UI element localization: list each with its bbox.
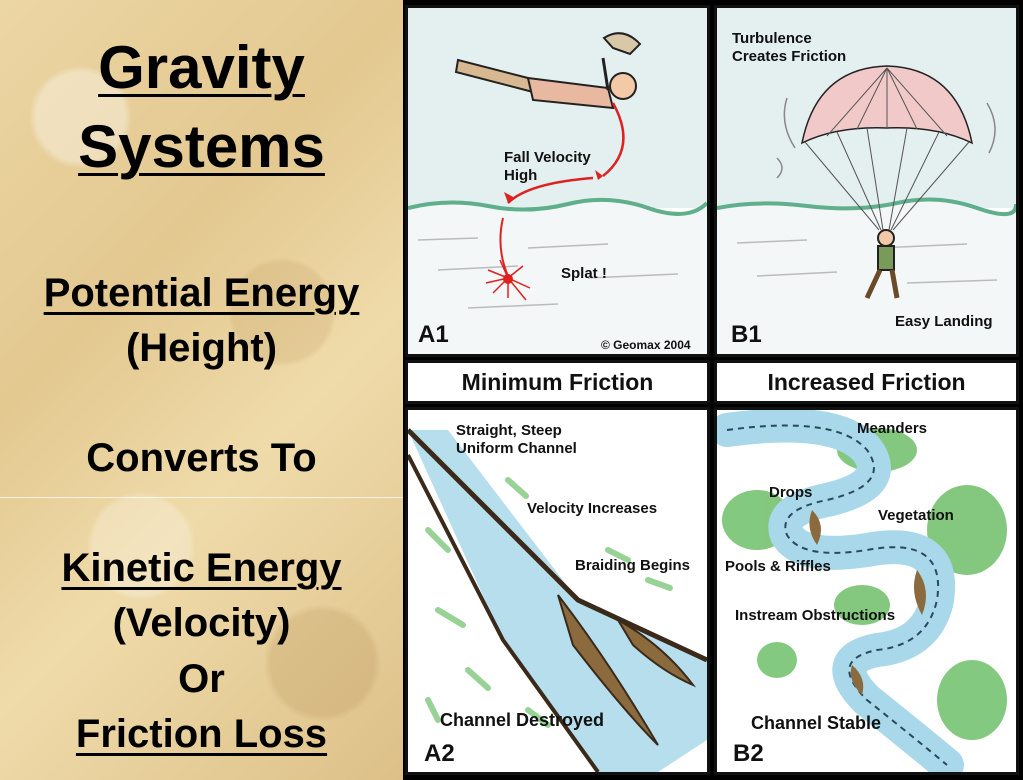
turbulence-line-1: Turbulence: [732, 30, 812, 47]
panel-id-a1: A1: [418, 321, 449, 348]
fall-velocity-line-2: High: [504, 167, 538, 184]
friction-loss-label: Friction Loss: [75, 712, 328, 756]
meanders-label: Meanders: [857, 420, 928, 437]
b2-illustration: [717, 410, 1007, 772]
pools-riffles-label: Pools & Riffles: [725, 558, 831, 575]
splat-label: Splat !: [561, 265, 607, 282]
title-line-1: Gravity: [98, 34, 305, 101]
left-divider: [0, 497, 403, 498]
panel-b2: Meanders Drops Vegetation Pools & Riffle…: [714, 407, 1019, 775]
caption-minimum-friction: Minimum Friction: [405, 360, 710, 404]
left-text-panel: Gravity Systems Potential Energy (Height…: [0, 0, 403, 780]
panel-id-b1: B1: [731, 321, 762, 348]
or-label: Or: [178, 657, 225, 701]
fall-velocity-label: Fall Velocity High: [504, 149, 591, 185]
straight-channel-label: Straight, Steep Uniform Channel: [456, 422, 577, 458]
channel-destroyed-label: Channel Destroyed: [440, 710, 605, 730]
potential-energy-label: Potential Energy: [43, 271, 360, 315]
straight-channel-line-2: Uniform Channel: [456, 440, 577, 457]
copyright-label: © Geomax 2004: [601, 338, 691, 352]
turbulence-line-2: Creates Friction: [732, 48, 847, 65]
converts-to-label: Converts To: [86, 436, 317, 480]
b1-illustration: [717, 8, 1016, 354]
instream-obstructions-label: Instream Obstructions: [735, 607, 896, 624]
title-line-2: Systems: [78, 113, 325, 180]
panel-b1: Turbulence Creates Friction Easy Landing…: [714, 5, 1019, 357]
velocity-increases-label: Velocity Increases: [527, 500, 658, 517]
height-label: (Height): [125, 326, 278, 370]
easy-landing-label: Easy Landing: [895, 313, 993, 330]
a1-illustration: [408, 8, 707, 354]
caption-increased-friction: Increased Friction: [714, 360, 1019, 404]
drops-label: Drops: [769, 484, 813, 501]
fall-velocity-line-1: Fall Velocity: [504, 149, 591, 166]
vegetation-label: Vegetation: [878, 507, 954, 524]
panel-id-a2: A2: [424, 740, 455, 767]
panel-a2: Straight, Steep Uniform Channel Velocity…: [405, 407, 710, 775]
kinetic-energy-label: Kinetic Energy: [61, 546, 342, 590]
channel-stable-label: Channel Stable: [751, 713, 882, 733]
panel-a1: Fall Velocity High Splat ! A1 © Geomax 2…: [405, 5, 710, 357]
panel-id-b2: B2: [733, 740, 764, 767]
braiding-begins-label: Braiding Begins: [575, 557, 691, 574]
velocity-label: (Velocity): [112, 601, 291, 645]
turbulence-label: Turbulence Creates Friction: [732, 30, 846, 66]
straight-channel-line-1: Straight, Steep: [456, 422, 562, 439]
a2-illustration: [408, 428, 707, 772]
